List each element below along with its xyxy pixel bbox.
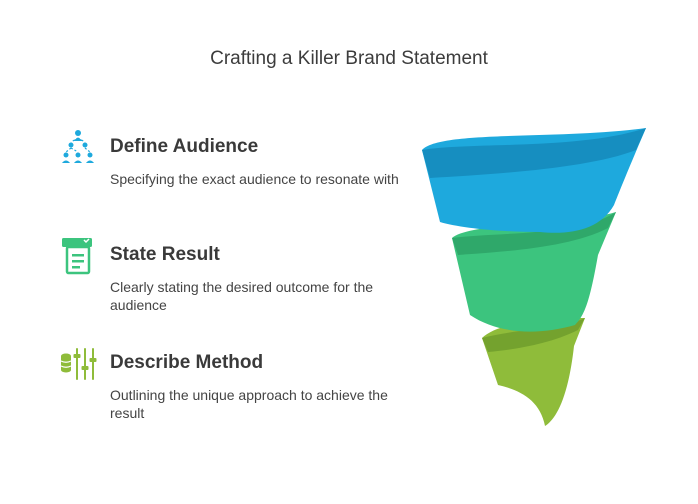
step-description: Specifying the exact audience to resonat… bbox=[110, 171, 399, 187]
spiral-funnel-graphic bbox=[422, 128, 646, 426]
diagram-title: Crafting a Killer Brand Statement bbox=[210, 48, 488, 69]
step-description: Outlining the unique approach to achieve… bbox=[110, 387, 388, 421]
step-heading: State Result bbox=[110, 244, 220, 265]
database-sliders-icon bbox=[60, 348, 97, 380]
step-heading: Define Audience bbox=[110, 136, 259, 157]
certificate-document-icon bbox=[62, 238, 92, 275]
audience-hierarchy-icon bbox=[62, 130, 94, 163]
step-description: Clearly stating the desired outcome for … bbox=[110, 279, 374, 313]
step-heading: Describe Method bbox=[110, 352, 264, 373]
